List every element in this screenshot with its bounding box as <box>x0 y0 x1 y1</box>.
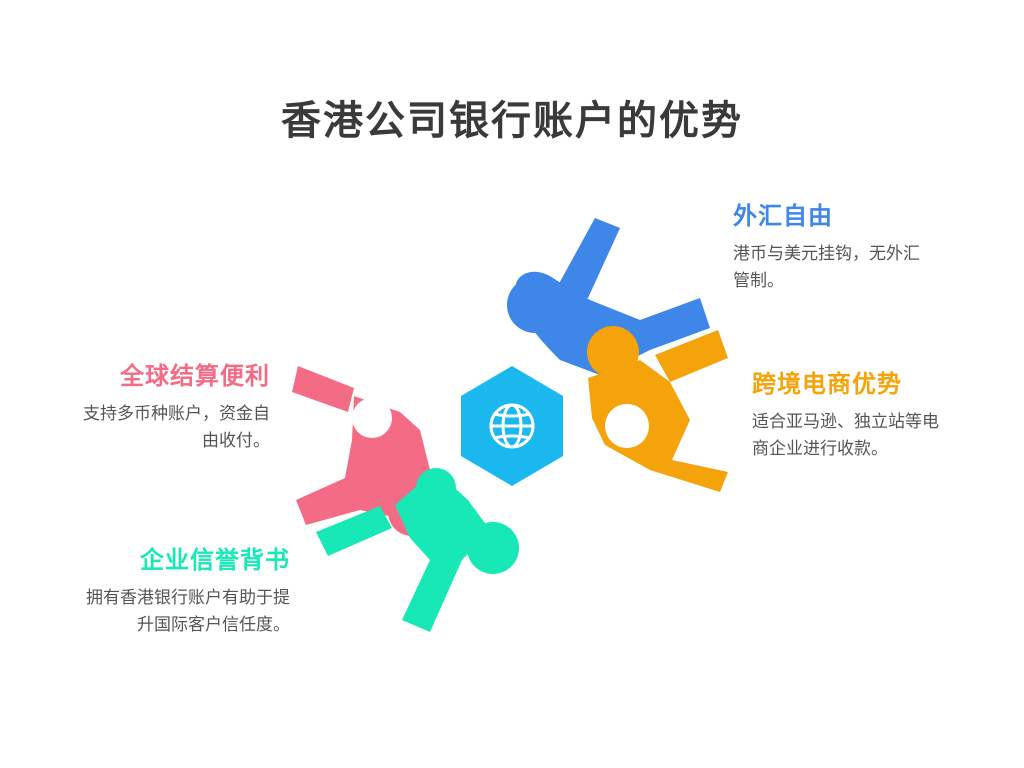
blue-figure <box>507 218 710 375</box>
card-forex-freedom: 外汇自由 港币与美元挂钩，无外汇管制。 <box>733 196 923 295</box>
globe-icon <box>489 403 535 449</box>
card-heading: 外汇自由 <box>733 202 833 230</box>
card-heading: 全球结算便利 <box>120 362 270 390</box>
card-description: 拥有香港银行账户有助于提升国际客户信任度。 <box>86 588 290 635</box>
orange-figure <box>587 326 728 492</box>
card-description: 港币与美元挂钩，无外汇管制。 <box>733 244 920 291</box>
card-corporate-credibility: 企业信誉背书 拥有香港银行账户有助于提升国际客户信任度。 <box>80 540 290 639</box>
card-cross-border-ecommerce: 跨境电商优势 适合亚马逊、独立站等电商企业进行收款。 <box>752 364 942 463</box>
card-heading: 企业信誉背书 <box>140 546 290 574</box>
page-title: 香港公司银行账户的优势 <box>281 98 743 144</box>
card-heading: 跨境电商优势 <box>752 370 902 398</box>
center-hexagon <box>461 366 563 486</box>
card-global-settlement: 全球结算便利 支持多币种账户，资金自由收付。 <box>70 356 270 455</box>
card-description: 适合亚马逊、独立站等电商企业进行收款。 <box>752 412 939 459</box>
card-description: 支持多币种账户，资金自由收付。 <box>83 404 270 451</box>
teal-figure <box>316 468 519 632</box>
